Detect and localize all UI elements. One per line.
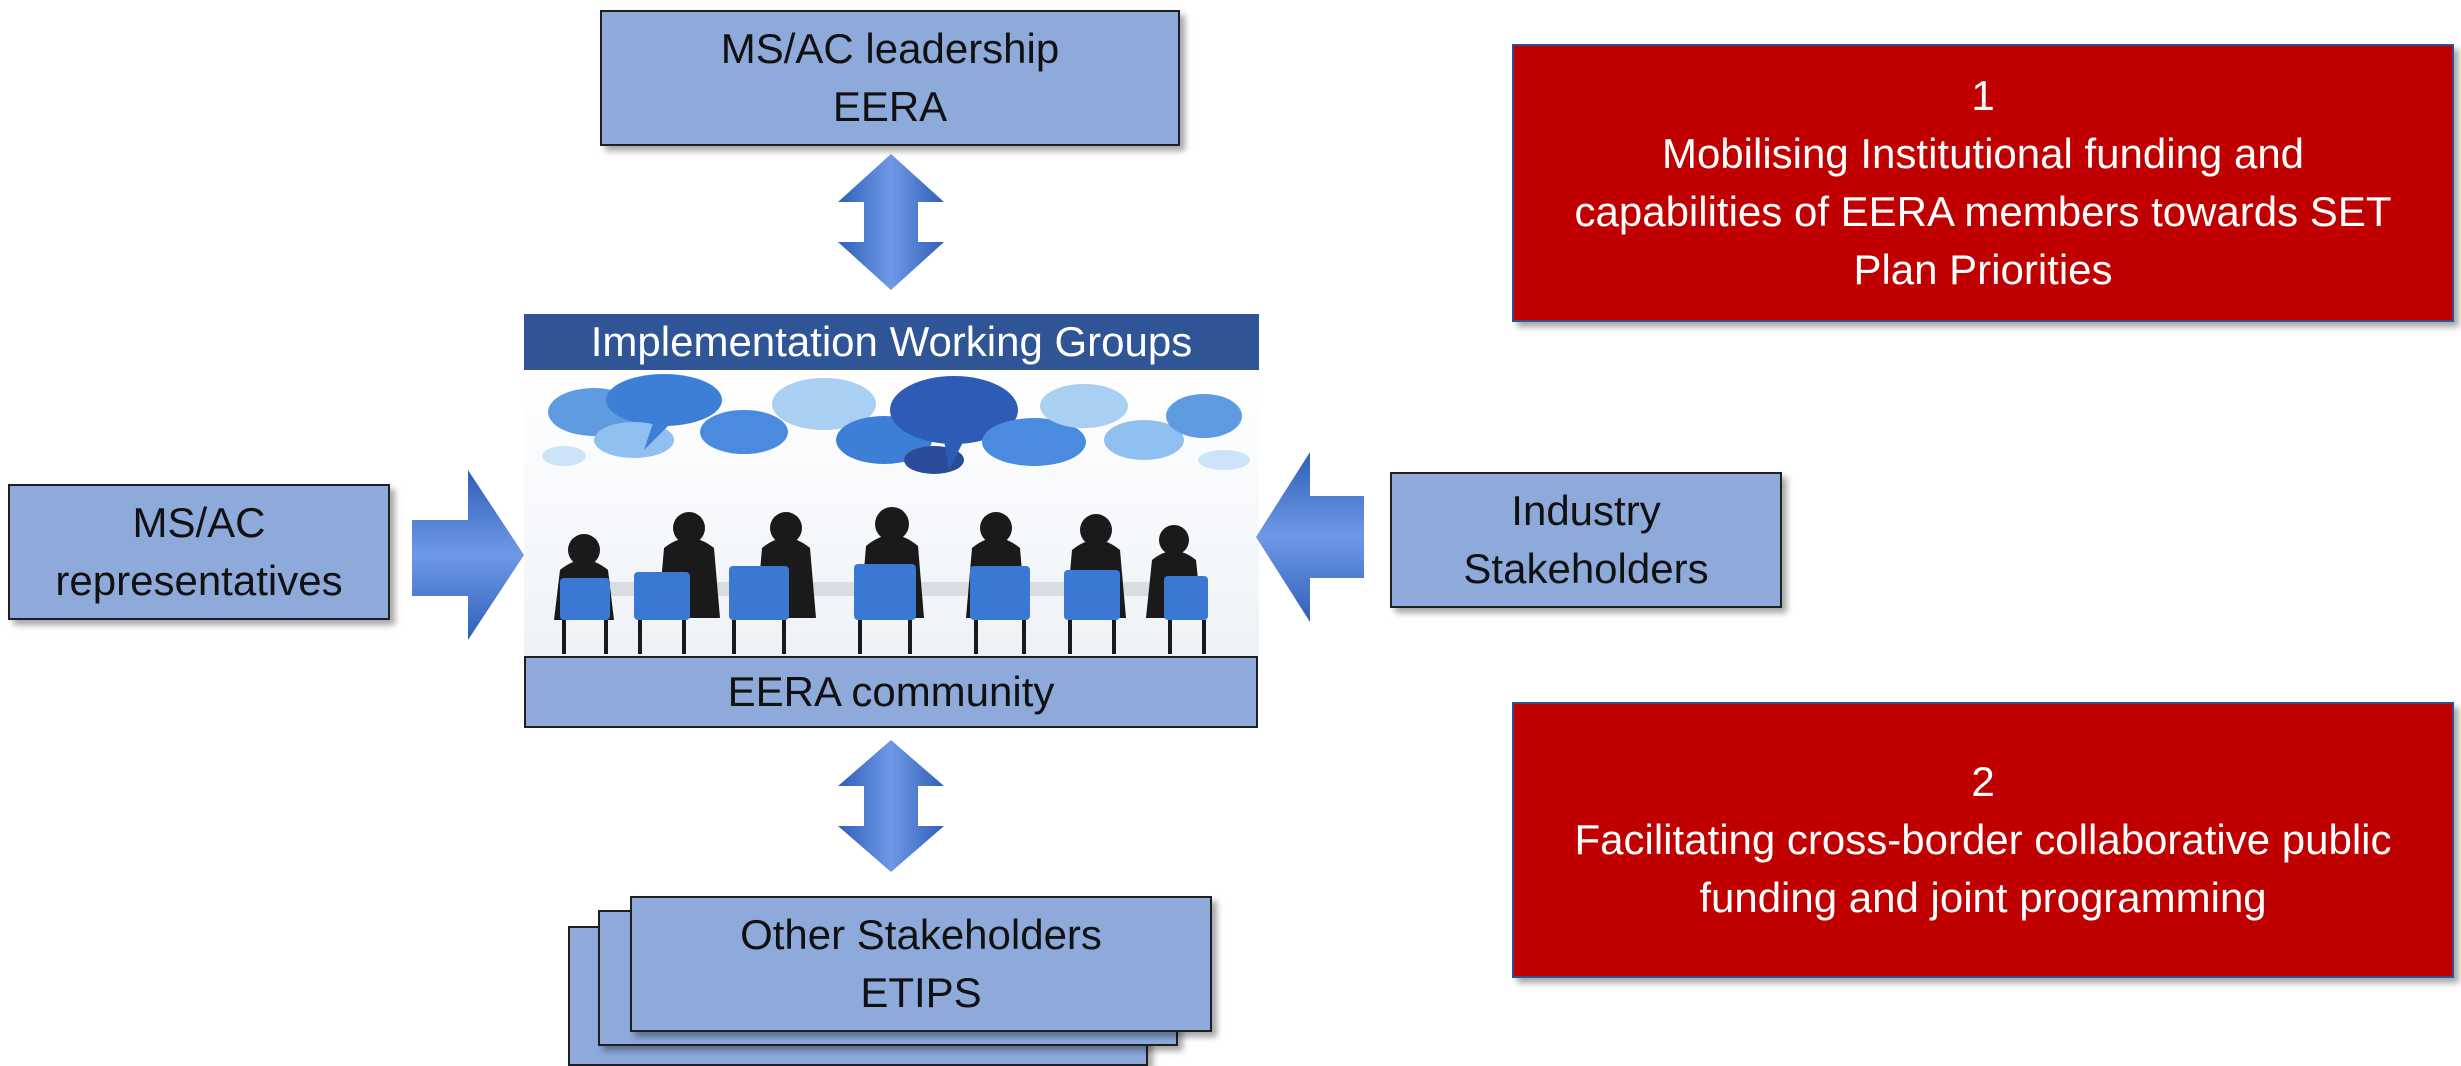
top-double-arrow-icon bbox=[838, 154, 944, 290]
objective-1-box: 1 Mobilising Institutional funding and c… bbox=[1512, 44, 2454, 322]
other-stakeholders-label: Other Stakeholders bbox=[740, 911, 1102, 958]
objective-2-line-1: Facilitating cross-border collaborative … bbox=[1574, 816, 2392, 863]
implementation-working-groups-header: Implementation Working Groups bbox=[524, 314, 1259, 370]
eera-community-label: EERA community bbox=[727, 668, 1055, 715]
left-right-arrow-icon bbox=[412, 470, 524, 640]
industry-label: Industry bbox=[1511, 487, 1661, 534]
representatives-label: representatives bbox=[55, 557, 343, 604]
objective-1-line-1: Mobilising Institutional funding and bbox=[1661, 130, 2305, 177]
etips-label: ETIPS bbox=[860, 969, 982, 1016]
ms-ac-leadership-label: MS/AC leadership bbox=[720, 25, 1060, 72]
eera-label: EERA bbox=[832, 83, 948, 130]
implementation-working-groups-label: Implementation Working Groups bbox=[590, 318, 1193, 365]
other-stakeholders-box: Other Stakeholders ETIPS bbox=[630, 896, 1212, 1032]
ms-ac-leadership-box: MS/AC leadership EERA bbox=[600, 10, 1180, 146]
right-left-arrow-icon bbox=[1256, 452, 1364, 622]
objective-2-box: 2 Facilitating cross-border collaborativ… bbox=[1512, 702, 2454, 978]
objective-2-number: 2 bbox=[1971, 758, 1995, 805]
stakeholders-label: Stakeholders bbox=[1463, 545, 1709, 592]
speech-bubbles-icon bbox=[542, 374, 1250, 474]
eera-community-footer: EERA community bbox=[524, 656, 1258, 728]
bottom-double-arrow-icon bbox=[838, 740, 944, 872]
chairs-icon bbox=[560, 564, 1208, 620]
objective-1-number: 1 bbox=[1971, 72, 1995, 119]
objective-1-line-3: Plan Priorities bbox=[1853, 246, 2113, 293]
objective-1-line-2: capabilities of EERA members towards SET bbox=[1574, 188, 2392, 235]
ms-ac-representatives-box: MS/AC representatives bbox=[8, 484, 390, 620]
meeting-illustration bbox=[524, 370, 1259, 656]
industry-stakeholders-box: Industry Stakeholders bbox=[1390, 472, 1782, 608]
objective-2-line-2: funding and joint programming bbox=[1699, 874, 2267, 921]
ms-ac-label: MS/AC bbox=[132, 499, 266, 546]
